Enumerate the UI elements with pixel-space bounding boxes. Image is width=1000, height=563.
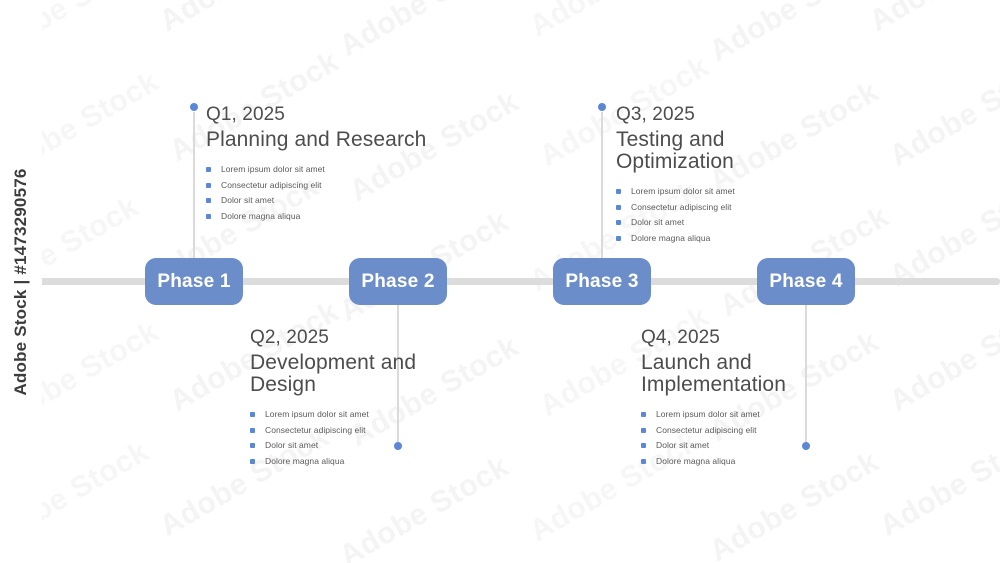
phase-bullet-item: Dolore magna aliqua [206,209,436,225]
phase-connector-dot-4 [802,442,810,450]
phase-bullet-item: Dolor sit amet [250,438,480,454]
bullet-square-icon [206,182,211,188]
watermark-text: Adobe Stock [864,0,1000,39]
phase-pill-3[interactable]: Phase 3 [553,258,651,305]
bullet-square-icon [641,412,646,417]
phase-bullet-item: Lorem ipsum dolor sit amet [250,407,480,423]
phase-heading: Testing and Optimization [616,128,734,173]
phase-bullet-text: Dolor sit amet [265,440,319,450]
phase-quarter-label: Q1, 2025 [206,104,285,125]
phase-bullet-item: Dolore magna aliqua [250,454,480,470]
bullet-square-icon [641,458,646,464]
phase-bullet-item: Lorem ipsum dolor sit amet [641,407,871,423]
phase-connector-line-3 [601,112,603,258]
phase-connector-line-2 [397,305,399,447]
phase-bullet-item: Dolore magna aliqua [616,231,846,247]
phase-bullet-item: Dolor sit amet [641,438,871,454]
bullet-square-icon [616,204,621,210]
bullet-square-icon [250,427,255,433]
phase-bullet-item: Lorem ipsum dolor sit amet [206,162,436,178]
bullet-square-icon [641,443,646,448]
phase-quarter-label: Q2, 2025 [250,327,329,348]
phase-pill-label: Phase 1 [157,270,231,292]
phase-pill-label: Phase 4 [769,270,843,292]
phase-bullet-text: Lorem ipsum dolor sit amet [631,186,735,196]
stock-credit-strip: Adobe Stock | #1473290576 [0,0,42,563]
phase-bullet-text: Consectetur adipiscing elit [221,179,322,190]
watermark-text: Adobe Stock [334,0,515,64]
phase-connector-line-1 [193,112,195,258]
phase-bullet-text: Dolor sit amet [631,217,685,227]
phase-pill-label: Phase 3 [565,270,639,292]
phase-bullet-text: Dolore magna aliqua [265,455,345,466]
phase-bullet-item: Consectetur adipiscing elit [616,200,846,216]
stock-credit-text: Adobe Stock | #1473290576 [11,167,30,396]
phase-pill-4[interactable]: Phase 4 [757,258,855,305]
bullet-square-icon [250,458,255,464]
bullet-square-icon [206,213,211,219]
bullet-square-icon [206,167,211,172]
phase-quarter-label: Q3, 2025 [616,104,695,125]
bullet-square-icon [206,198,211,203]
phase-bullet-text: Lorem ipsum dolor sit amet [265,409,369,419]
phase-connector-dot-3 [598,103,606,111]
phase-bullet-item: Dolor sit amet [616,215,846,231]
watermark-text: Adobe Stock [884,295,1000,419]
timeline-axis-bar [0,278,1000,285]
phase-bullet-item: Dolore magna aliqua [641,454,871,470]
bullet-square-icon [616,220,621,225]
bullet-square-icon [616,235,621,241]
phase-heading: Development and Design [250,351,417,396]
phase-bullet-text: Dolore magna aliqua [656,455,736,466]
phase-bullet-text: Consectetur adipiscing elit [265,424,366,435]
phase-connector-dot-1 [190,103,198,111]
watermark-text: Adobe Stock [874,420,1000,544]
phase-pill-1[interactable]: Phase 1 [145,258,243,305]
phase-bullet-text: Consectetur adipiscing elit [631,201,732,212]
phase-bullet-item: Consectetur adipiscing elit [250,423,480,439]
phase-pill-2[interactable]: Phase 2 [349,258,447,305]
bullet-square-icon [616,189,621,194]
phase-bullet-item: Consectetur adipiscing elit [206,178,436,194]
phase-bullet-text: Dolor sit amet [656,440,710,450]
phase-heading: Planning and Research [206,128,427,151]
phase-bullet-item: Lorem ipsum dolor sit amet [616,184,846,200]
bullet-square-icon [641,427,646,433]
watermark-text: Adobe Stock [884,170,1000,294]
watermark-text: Adobe Stock [884,50,1000,174]
watermark-text: Adobe Stock [704,0,885,69]
phase-connector-dot-2 [394,442,402,450]
phase-bullet-text: Lorem ipsum dolor sit amet [656,409,760,419]
phase-bullet-text: Dolore magna aliqua [221,210,301,221]
phase-connector-line-4 [805,305,807,447]
phase-bullet-text: Dolore magna aliqua [631,232,711,243]
phase-bullet-item: Dolor sit amet [206,193,436,209]
bullet-square-icon [250,412,255,417]
watermark-text: Adobe Stock [154,0,335,39]
phase-bullet-text: Consectetur adipiscing elit [656,424,757,435]
phase-bullet-text: Dolor sit amet [221,195,275,205]
phase-pill-label: Phase 2 [361,270,435,292]
phase-bullet-text: Lorem ipsum dolor sit amet [221,164,325,174]
watermark-text: Adobe Stock [524,0,705,44]
phase-bullet-item: Consectetur adipiscing elit [641,423,871,439]
phase-quarter-label: Q4, 2025 [641,327,720,348]
phase-heading: Launch and Implementation [641,351,786,396]
bullet-square-icon [250,443,255,448]
